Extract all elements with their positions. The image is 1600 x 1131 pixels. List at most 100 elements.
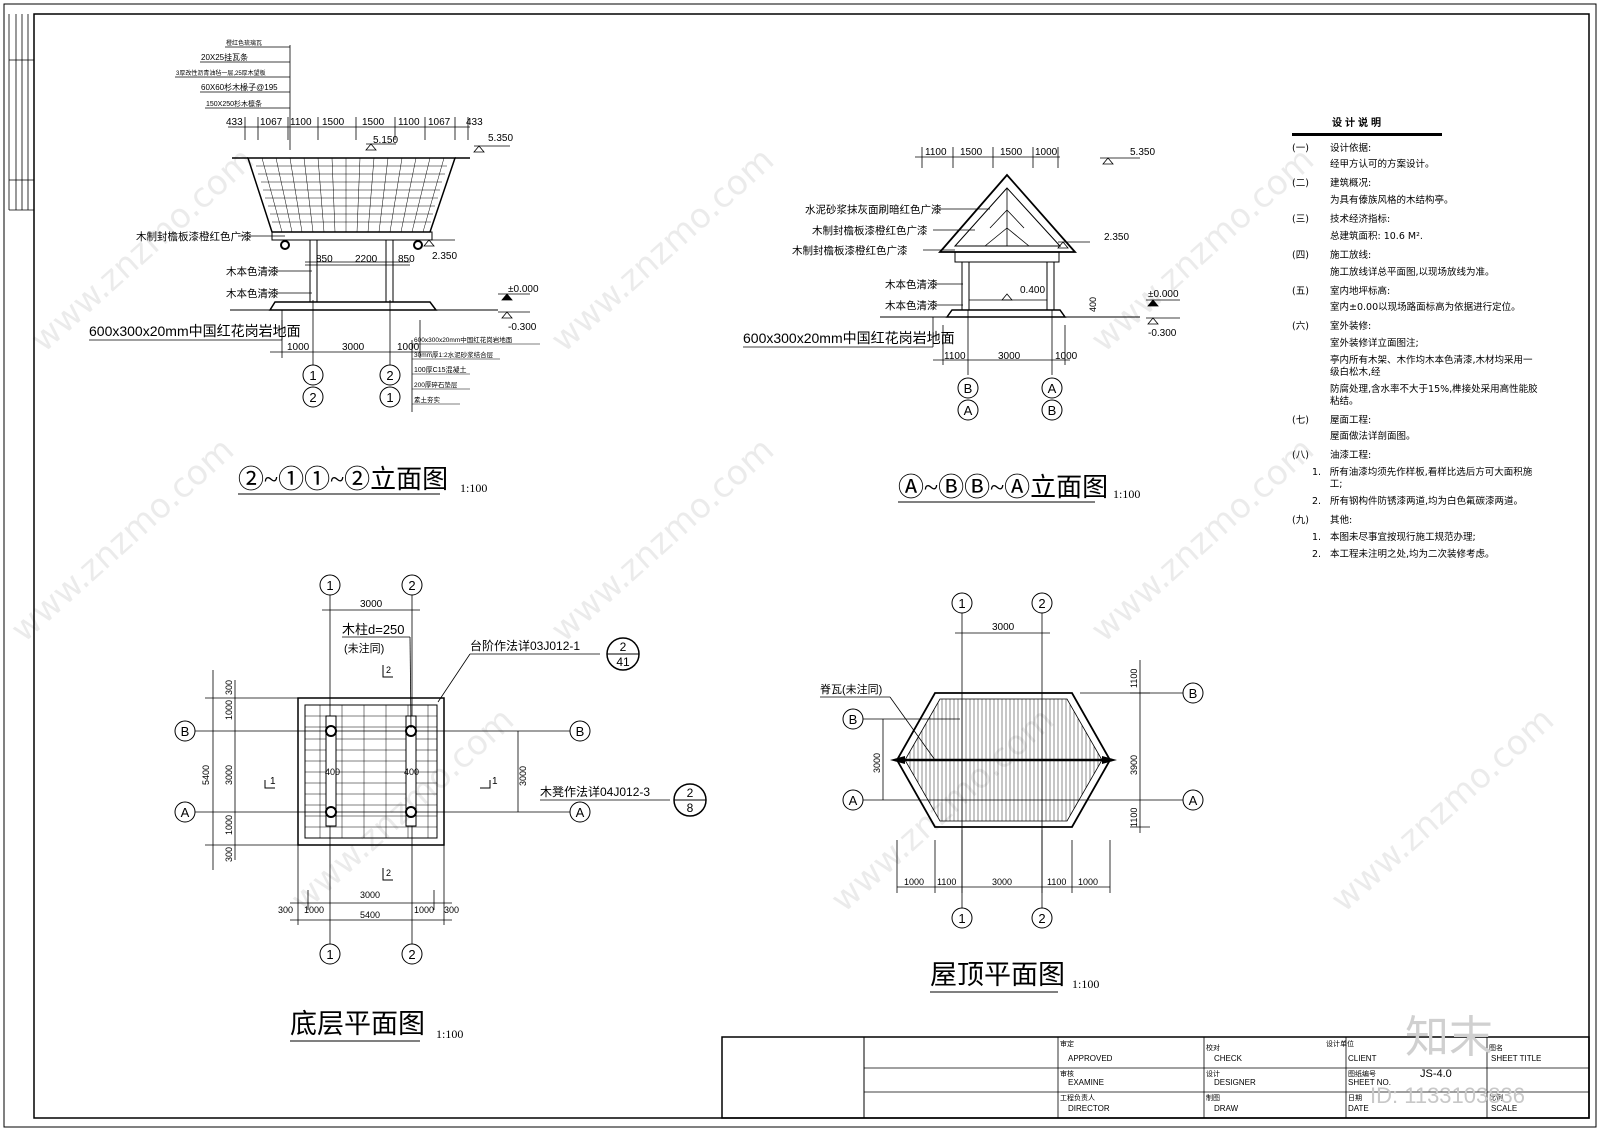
plan-bdim-1000-l: 1000 [304, 905, 324, 915]
roof-rdim-1100-t: 1100 [1129, 669, 1139, 688]
tb-date: DATE [1348, 1104, 1369, 1113]
dim-850-l: 850 [316, 254, 333, 265]
title-block [721, 1036, 1590, 1119]
dim-433-r: 433 [466, 117, 483, 128]
dim-3000-e1: 3000 [342, 342, 365, 353]
axis-e1-l1: 1 [309, 368, 316, 383]
notes-subitem: 2.本工程未注明之处,均为二次装修考虑。 [1312, 549, 1542, 561]
notes-section-heading: 建筑概况: [1330, 178, 1372, 190]
roof-layer-3: 3厚改性沥青油毡一层,25厚木望板 [176, 69, 266, 77]
roof-axis-top-1: 1 [958, 596, 965, 611]
notes-subitem-text: 本图未尽事宜按现行施工规范办理; [1330, 531, 1476, 543]
roof-axis-bot-1: 1 [958, 911, 965, 926]
roof-axis-top-2: 2 [1038, 596, 1045, 611]
notes-section-heading: 室内地坪标高: [1330, 285, 1391, 297]
notes-section-heading: 室外装修: [1330, 321, 1372, 333]
plan-column-label: 木柱d=250 [342, 622, 405, 637]
notes-section: (六) 室外装修: [1292, 321, 1542, 333]
tb-date-cn: 日期 [1348, 1094, 1362, 1102]
roof-axis-bot-2: 2 [1038, 911, 1045, 926]
axis-e2-l1: B [964, 381, 973, 396]
roof-bdim-1100-l: 1100 [937, 877, 956, 887]
label-wood-clear-2-e1: 木本色清漆 [226, 287, 279, 300]
e2-dim-400: 400 [1088, 297, 1098, 312]
notes-section-text: 为具有傣族风格的木结构亭。 [1330, 195, 1454, 207]
roof-axis-left-a: A [849, 793, 858, 808]
axis-e2-r1: A [1048, 381, 1057, 396]
tb-sheet-title-cn: 图名 [1489, 1043, 1503, 1052]
e2-label-5: 木本色清漆 [885, 299, 938, 312]
plan-ldim-300-b: 300 [224, 847, 234, 862]
layer-5: 素土夯实 [414, 395, 441, 404]
notes-section-number: (四) [1292, 249, 1309, 261]
e2-dim-1100: 1100 [925, 147, 947, 158]
plan-step-ref-top: 2 [620, 640, 627, 654]
roof-ridge-label: 脊瓦(未注同) [820, 682, 882, 696]
dim-1500-l: 1500 [322, 117, 345, 128]
notes-subitem-text: 本工程未注明之处,均为二次装修考虑。 [1330, 548, 1495, 560]
level-5350: 5.350 [488, 133, 513, 144]
level-5150: 5.150 [373, 135, 398, 146]
notes-subitem-number: 2. [1312, 495, 1322, 507]
roof-rdim-3900: 3900 [1129, 755, 1139, 775]
plan-axis-left-b: B [181, 724, 190, 739]
notes-section-number: (八) [1292, 450, 1309, 462]
notes-section-number: (六) [1292, 321, 1309, 333]
tb-check-cn: 校对 [1206, 1043, 1220, 1052]
axis-e2-r2: B [1048, 403, 1057, 418]
plan-section-t: 2 [386, 665, 391, 675]
e2-label-2: 木制封檐板漆橙红色广漆 [812, 224, 928, 237]
tb-director: DIRECTOR [1068, 1104, 1110, 1113]
layer-1: 600x300x20mm中国红花岗岩地面 [414, 335, 513, 344]
tb-designer: DESIGNER [1214, 1078, 1256, 1087]
elevation2-title: Ⓐ~ⒷⒷ~Ⓐ立面图 [898, 473, 1108, 502]
dim-1000-r-e1: 1000 [397, 342, 420, 353]
dim-1100-l: 1100 [290, 117, 312, 128]
roof-axis-left-b: B [849, 712, 858, 727]
e2-bdim-3000: 3000 [998, 351, 1021, 362]
plan-section-l: 1 [270, 776, 276, 787]
tb-sheet-title: SHEET TITLE [1491, 1054, 1541, 1063]
dim-1500-r: 1500 [362, 117, 385, 128]
level-m300-e1: -0.300 [508, 322, 537, 333]
dim-1067-l: 1067 [260, 117, 283, 128]
plan-top-dim: 3000 [360, 599, 383, 610]
notes-section-heading: 技术经济指标: [1330, 214, 1391, 225]
notes-subitem-number: 1. [1312, 531, 1322, 543]
roof-plan: 1 2 1 2 B A B A 3000 脊瓦(未注同) 3000 1100 3… [820, 592, 1204, 993]
plan-ldim-300-t: 300 [224, 680, 234, 695]
notes-section: (二)建筑概况: [1292, 178, 1542, 190]
e2-label-4: 木本色清漆 [885, 278, 938, 291]
notes-section-number: (七) [1292, 414, 1309, 426]
plan-bench-ref-bot: 8 [687, 801, 694, 815]
layer-4: 200厚碎石垫层 [414, 380, 458, 389]
notes-section-text: 亭内所有木架、木作均木本色清漆,木材均采用一级白松木,经 [1330, 355, 1533, 378]
plan-section-r: 1 [492, 776, 498, 787]
tb-draw-cn: 制图 [1206, 1093, 1220, 1102]
tb-designer-cn: 设计 [1206, 1069, 1220, 1078]
watermark-id: ID: 1133103836 [1370, 1083, 1525, 1108]
plan-axis-right-a: A [576, 805, 585, 820]
e2-level-5350: 5.350 [1130, 147, 1155, 158]
e2-dim-1000: 1000 [1035, 147, 1058, 158]
notes-section-number: (九) [1292, 514, 1309, 526]
e2-label-1: 水泥砂浆抹灰面刷暗红色广漆 [805, 203, 942, 216]
notes-subitem: 2.所有钢构件防锈漆两道,均为白色氟碳漆两道。 [1312, 496, 1542, 508]
plan-axis-top-2: 2 [408, 578, 415, 593]
notes-subitem: 1.所有油漆均须先作样板,看样比选后方可大面积施工; [1312, 467, 1542, 491]
plan-axis-bot-1: 1 [326, 947, 333, 962]
watermark-logo: 知末 [1405, 1013, 1493, 1062]
e2-level-0: ±0.000 [1148, 289, 1179, 300]
tb-director-cn: 工程负责人 [1060, 1093, 1095, 1102]
tb-approved: APPROVED [1068, 1054, 1113, 1063]
axis-e1-r1: 2 [386, 368, 393, 383]
dim-1100-r: 1100 [398, 117, 420, 128]
roof-scale: 1:100 [1072, 977, 1099, 991]
e2-dim-1500-r: 1500 [1000, 147, 1023, 158]
notes-section-heading: 屋面工程: [1330, 414, 1372, 426]
notes-section-number: (三) [1292, 214, 1309, 225]
notes-section: (八)油漆工程: [1292, 450, 1542, 462]
plan-bdim-300-r: 300 [444, 905, 459, 915]
plan-bench-ref-top: 2 [687, 786, 694, 800]
elevation-2: 1100 1500 1500 1000 5.350 2.350 0.400 ±0… [743, 147, 1180, 503]
